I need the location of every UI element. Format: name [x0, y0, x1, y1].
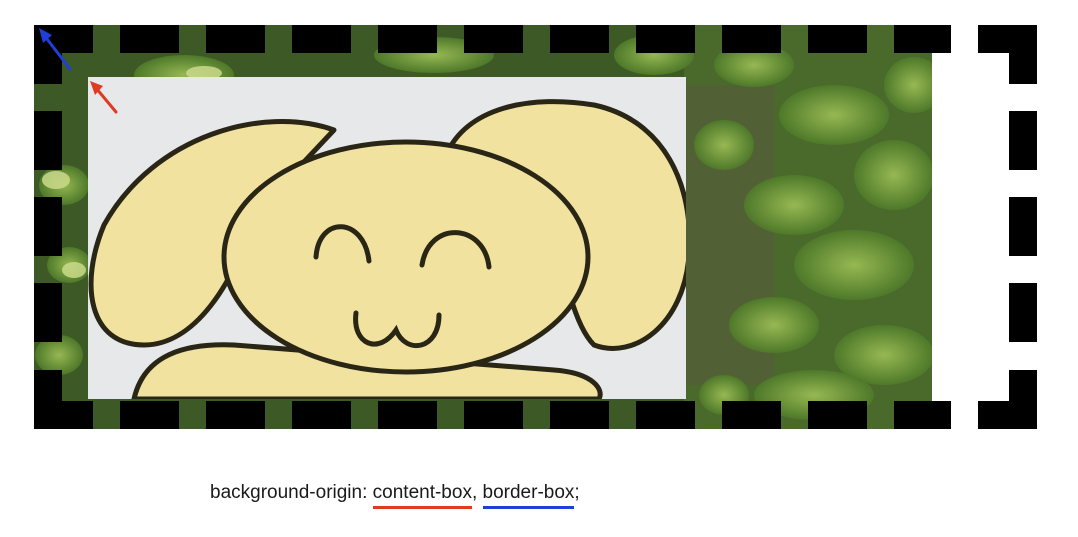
value-content-box: content-box	[372, 482, 472, 509]
value-border-box: border-box	[482, 482, 575, 509]
css-caption: background-origin: content-box, border-b…	[210, 482, 580, 509]
value-terminator: ;	[574, 482, 580, 503]
property-name: background-origin:	[210, 482, 368, 503]
background-origin-demo-box	[34, 25, 1037, 429]
blue-arrow-icon	[39, 28, 72, 71]
value-separator: ,	[471, 482, 478, 503]
dashed-border	[34, 25, 1037, 429]
bunny-drawing-background	[88, 77, 686, 399]
demo-canvas	[34, 25, 1037, 429]
padding-area	[932, 53, 1007, 401]
red-arrow-icon	[90, 81, 118, 114]
